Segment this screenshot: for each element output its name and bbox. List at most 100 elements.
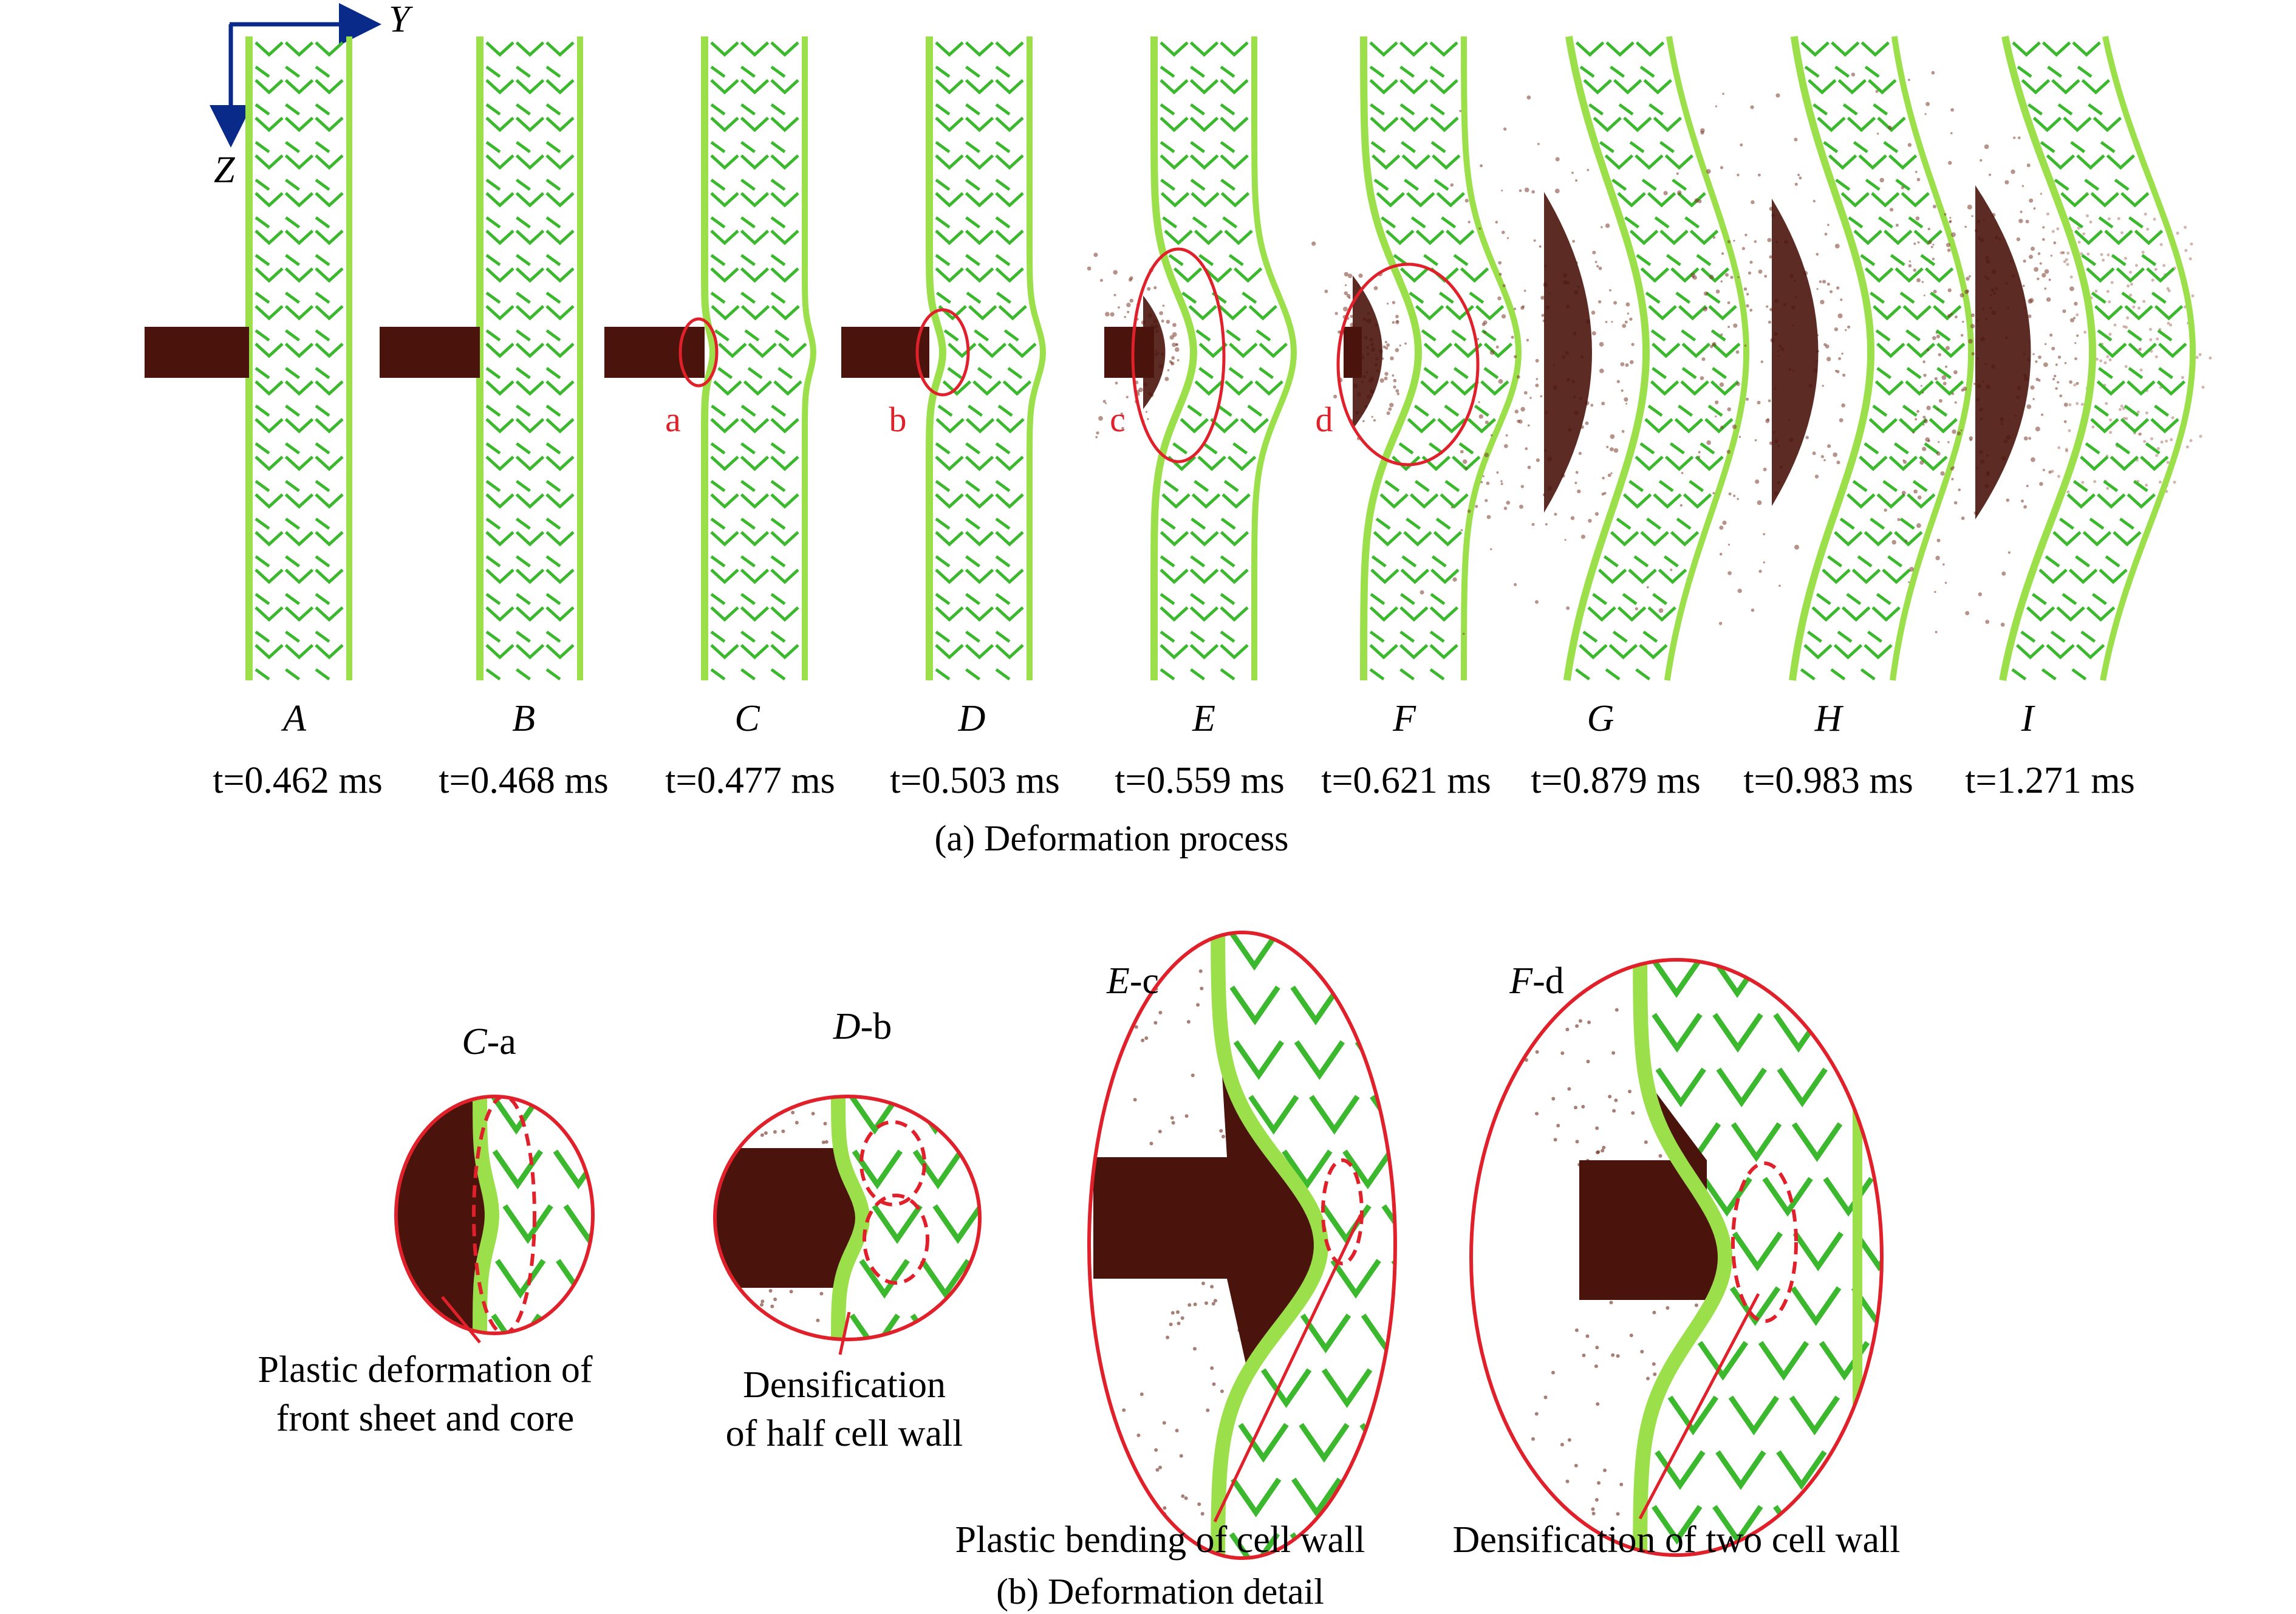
lattice-core [710,41,807,681]
lattice-core [1800,41,1966,681]
front-sheet [1789,36,1875,681]
panel-I [1851,35,2212,682]
panel-B [380,36,583,681]
detail-label-F-d-rest: -d [1532,960,1564,1002]
panel-time-F: t=0.621 ms [1321,760,1491,801]
back-sheet [1251,36,1297,680]
back-sheet [1664,36,1750,681]
panel-time-B: t=0.468 ms [439,760,609,801]
axis-y-label: Y [389,0,413,40]
lattice-core [2011,41,2187,681]
front-sheet [831,1096,870,1339]
panel-E [1087,36,1297,681]
front-sheet [1211,932,1328,1558]
panel-time-A: t=0.462 ms [213,760,383,801]
back-sheet [1461,36,1522,680]
zoom-marker-c: c [1110,400,1126,439]
detail-frame-ellipse [713,1095,982,1341]
panel-time-D: t=0.503 ms [890,760,1060,801]
debris-cloud [1851,70,2212,634]
panel-id-H: H [1814,698,1844,739]
leader-D-b [838,1311,851,1355]
axis-z-label: Z [214,149,235,191]
highlight-dashed-ellipse [1731,1161,1798,1323]
detail-label-D-b: D-b [833,1006,892,1047]
lattice-core [935,41,1037,681]
zoom-circle [915,308,970,397]
panel-time-H: t=0.983 ms [1743,760,1913,801]
panel-id-D: D [958,698,986,739]
detail-label-E-c: E-c [1106,960,1159,1002]
back-sheet [802,36,817,680]
panel-time-I: t=1.271 ms [1965,760,2135,801]
lattice-core [1575,41,1741,681]
panel-G [1420,35,1750,681]
annotation-F-d: Densification of two cell wall [1453,1519,1901,1561]
panel-D [841,36,1047,681]
annotation-E-c: Plastic bending of cell wall [955,1519,1365,1561]
detail-label-F-d: F-d [1509,960,1564,1002]
lattice-core [485,41,575,681]
detail-label-E-c-rest: -c [1130,960,1159,1002]
caption-deformation-detail: (b) Deformation detail [996,1571,1324,1612]
projectile [380,327,480,378]
highlight-dashed-ellipse [859,1120,926,1206]
front-sheet [1150,36,1198,680]
detail-F-d [1469,958,1884,1557]
zoom-circle [1131,247,1226,463]
projectile [841,327,929,378]
detail-views [394,931,1884,1560]
detail-C-a [394,1095,595,1335]
annotation-D-b-line1: Densification [743,1364,946,1406]
projectile-remnant [1143,295,1166,409]
panel-time-C: t=0.477 ms [665,760,835,801]
front-sheet [926,36,947,680]
leader-F-d [1638,1293,1760,1520]
annotations: Plastic deformation of front sheet and c… [258,1349,1901,1561]
highlight-dashed-ellipse [1321,1158,1364,1265]
coordinate-axes: Y Z [210,0,413,191]
detail-label-D-b-rest: -b [861,1006,892,1047]
panel-times: t=0.462 ms t=0.468 ms t=0.477 ms t=0.503… [213,760,2135,801]
back-sheet [1890,36,1975,681]
detail-label-C-a-italic: C [462,1021,487,1062]
front-sheet [1563,35,1650,681]
front-sheet [701,36,717,680]
lattice-core [1369,41,1513,681]
front-sheet [1633,960,1733,1555]
front-sheet [1360,36,1423,680]
front-sheet [1999,35,2097,682]
detail-frame-ellipse [1087,931,1397,1560]
projectile-remnant [1544,192,1592,513]
zoom-markers: a b c d [665,400,1333,439]
detail-frame-ellipse [394,1095,595,1335]
projectile [604,327,705,378]
lattice-core [255,41,344,681]
zoom-circle [1336,262,1480,467]
detail-label-D-b-italic: D [833,1006,861,1047]
zoom-marker-a: a [665,400,681,439]
zoom-marker-d: d [1316,400,1333,439]
detail-E-c [1087,931,1397,1560]
annotation-leaders [441,1214,1760,1523]
panel-time-E: t=0.559 ms [1115,760,1285,801]
panel-id-C: C [734,698,760,739]
panel-id-B: B [512,698,535,739]
detail-label-C-a: C-a [462,1021,516,1062]
panel-F [1311,36,1522,681]
projectile-remnant [1772,199,1819,506]
panel-A [145,36,352,681]
panel-labels: A B C D E F G H I [281,698,2036,739]
detail-frame-ellipse [1469,958,1884,1557]
detail-label-E-c-italic: E [1106,960,1130,1002]
panel-id-F: F [1392,698,1416,739]
annotation-D-b-line2: of half cell wall [726,1413,963,1454]
highlight-dashed-ellipse [472,1096,536,1333]
lattice-core [1160,41,1288,681]
back-sheet [1027,36,1047,680]
leader-C-a [441,1296,481,1344]
annotation-C-a-line2: front sheet and core [276,1398,575,1439]
panel-H [1635,36,1975,681]
panel-time-G: t=0.879 ms [1531,760,1701,801]
